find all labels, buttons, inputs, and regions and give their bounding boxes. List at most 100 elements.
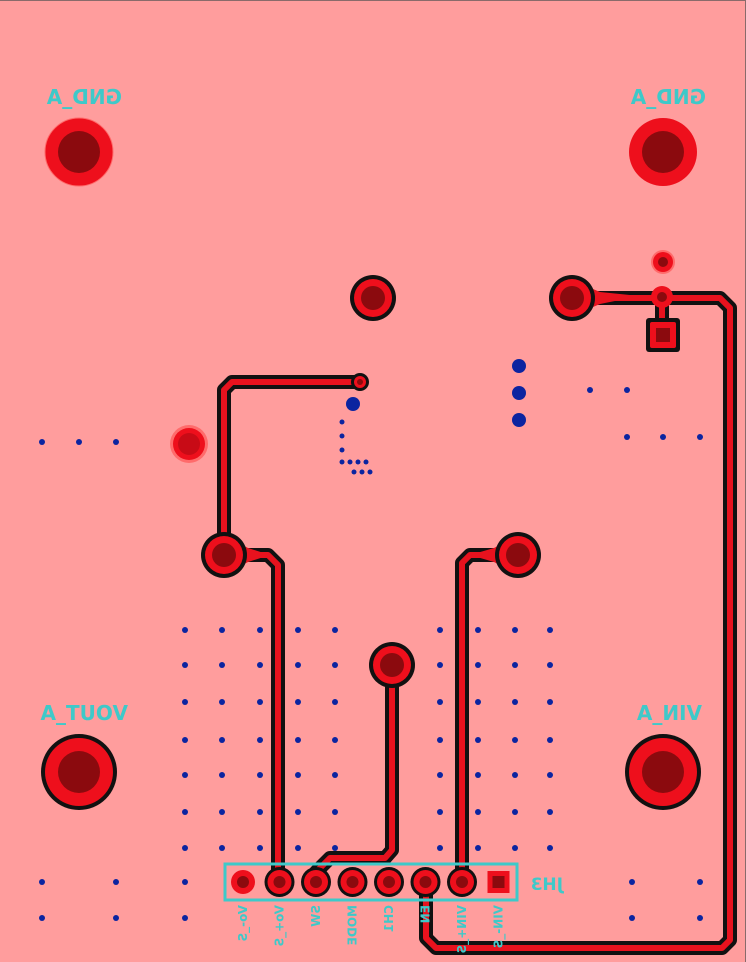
pad-isolated-hole (178, 433, 200, 455)
connector-pin-hole (456, 876, 468, 888)
via (359, 469, 365, 475)
via (697, 879, 703, 885)
via (547, 772, 553, 778)
via (512, 737, 518, 743)
via-array (39, 359, 703, 921)
via (339, 459, 345, 465)
via (219, 737, 225, 743)
via (295, 627, 301, 633)
connector-jh3 (223, 862, 519, 902)
via (332, 737, 338, 743)
via-trace-end-hole (357, 379, 363, 385)
pad-square-test-hole (656, 328, 670, 342)
via (219, 627, 225, 633)
connector-pin-label: EN (419, 905, 433, 923)
via (437, 772, 443, 778)
pad-center-low-hole (380, 653, 404, 677)
via (512, 662, 518, 668)
via (182, 627, 188, 633)
via (437, 627, 443, 633)
via (624, 387, 630, 393)
via (113, 915, 119, 921)
via (547, 845, 553, 851)
pad-small-mid-hole (657, 292, 667, 302)
connector-pin-hole (492, 876, 505, 888)
via (697, 915, 703, 921)
via (219, 662, 225, 668)
via (475, 772, 481, 778)
via (295, 699, 301, 705)
via (113, 439, 119, 445)
pad-small-top-hole (658, 257, 668, 267)
via (76, 439, 82, 445)
via (547, 809, 553, 815)
pad-left-mid-hole (212, 543, 236, 567)
via (339, 447, 345, 453)
via (182, 915, 188, 921)
pad-right-mid-hole (506, 543, 530, 567)
via (182, 809, 188, 815)
via (512, 845, 518, 851)
via (295, 809, 301, 815)
via (257, 662, 263, 668)
via (475, 737, 481, 743)
via (113, 879, 119, 885)
connector-pin-label: VIN+_S (455, 905, 470, 954)
via (475, 845, 481, 851)
connector-pin-hole (383, 876, 395, 888)
connector-pin-hole (310, 876, 322, 888)
pad-top-right-hole (560, 286, 584, 310)
via (182, 879, 188, 885)
via (39, 915, 45, 921)
connector-pin-hole (273, 876, 286, 888)
via (257, 772, 263, 778)
via (512, 772, 518, 778)
mount-hole-gnd-right (642, 131, 684, 173)
via (339, 419, 345, 425)
label-gnd-right: GND_A (630, 85, 706, 109)
via (437, 699, 443, 705)
via (512, 809, 518, 815)
via (346, 397, 360, 411)
via (332, 627, 338, 633)
mount-hole-vout (58, 751, 100, 793)
via (512, 386, 526, 400)
label-gnd-left: GND_A (46, 85, 122, 109)
via (587, 387, 593, 393)
via (512, 413, 526, 427)
connector-pin-label: SW (309, 905, 323, 927)
mounting-holes (41, 117, 701, 810)
via (347, 459, 353, 465)
via (332, 772, 338, 778)
connector-pin-label: Vo+_S (273, 905, 288, 947)
via (367, 469, 373, 475)
via (182, 772, 188, 778)
via (219, 809, 225, 815)
via (512, 699, 518, 705)
via (629, 879, 635, 885)
via (624, 434, 630, 440)
via (295, 737, 301, 743)
connector-pin-hole (237, 876, 249, 888)
via (295, 662, 301, 668)
via (547, 662, 553, 668)
via (39, 879, 45, 885)
via (332, 662, 338, 668)
via (437, 737, 443, 743)
via (257, 627, 263, 633)
via (512, 359, 526, 373)
via (475, 699, 481, 705)
via (219, 699, 225, 705)
connector-pin-hole (419, 876, 432, 888)
via (295, 845, 301, 851)
via (39, 439, 45, 445)
via (339, 433, 345, 439)
via (219, 845, 225, 851)
mount-hole-gnd-left (58, 131, 100, 173)
via (257, 809, 263, 815)
connector-pin-label: MODE (346, 905, 360, 945)
